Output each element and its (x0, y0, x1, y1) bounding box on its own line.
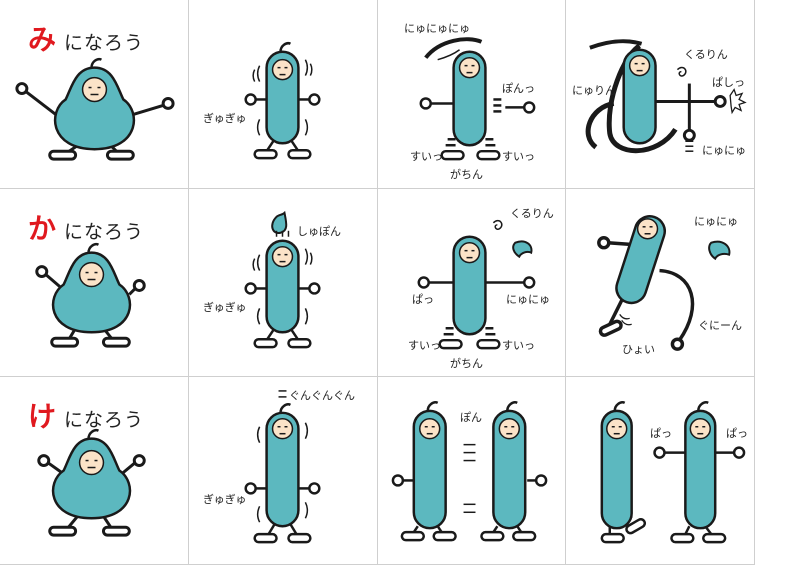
tube-pieces (417, 219, 536, 350)
row-title: け になろう (28, 395, 144, 435)
sound-label: すいっ (408, 339, 441, 352)
cell-r2-c4: にゅにゅ ぐにーん ひょい (566, 189, 755, 377)
cell-r3-c3: ぽん (378, 377, 566, 565)
cell-r1-c3: にゅにゅにゅ ぽんっ すいっ すいっ がちん (378, 0, 566, 189)
title-suffix: になろう (64, 409, 145, 431)
sound-label: ぱっ (412, 293, 434, 306)
sound-label: すいっ (502, 339, 535, 352)
sound-label: にゅにゅ (506, 293, 550, 306)
two-tubes (391, 401, 548, 542)
sound-label: しゅぽん (297, 225, 341, 238)
cell-r3-c4: ぱっ ぱっ (566, 377, 755, 565)
title-suffix: になろう (64, 32, 145, 54)
sound-label: ぐにーん (698, 319, 742, 332)
cell-r3-c1: け になろう (0, 377, 189, 565)
target-character: み (28, 23, 57, 56)
cell-r1-c4: くるりん にゅりん ぱしっ にゅにゅ (566, 0, 755, 189)
sound-label: にゅにゅ (694, 215, 738, 228)
tube-pieces (419, 37, 536, 161)
sound-label: ぽん (460, 411, 482, 424)
tube-character (244, 210, 321, 349)
sound-label: にゅにゅ (702, 144, 746, 157)
sound-label: すいっ (410, 150, 443, 163)
sound-label: ぎゅぎゅ (203, 112, 247, 125)
mi-shape-character (585, 39, 747, 154)
cell-r2-c1: か になろう (0, 189, 189, 377)
sound-label: ぽんっ (502, 82, 535, 95)
row-title: み になろう (28, 18, 144, 58)
title-suffix: になろう (64, 221, 145, 243)
cell-r2-c2: しゅぽん ぎゅぎゅ (189, 189, 378, 377)
tube-character (244, 390, 321, 544)
sound-label: ぎゅぎゅ (203, 301, 247, 314)
ka-shape-character (597, 215, 731, 351)
target-character: け (28, 400, 57, 433)
sound-label: にゅりん (572, 84, 616, 97)
sound-label: くるりん (684, 48, 728, 61)
cell-r3-c2: ぐんぐんぐん ぎゅぎゅ (189, 377, 378, 565)
sound-label: ぱっ (726, 427, 748, 440)
cell-r2-c3: くるりん ぱっ にゅにゅ すいっ すいっ がちん (378, 189, 566, 377)
sound-label: ぎゅぎゅ (203, 493, 247, 506)
sound-label: がちん (450, 357, 483, 370)
cell-r1-c1: み になろう (0, 0, 189, 189)
sound-label: ひょい (622, 343, 655, 356)
ke-shape-character (600, 401, 746, 544)
target-character: か (28, 212, 57, 245)
sound-label: すいっ (502, 150, 535, 163)
sound-label: ぱっ (650, 427, 672, 440)
pear-character (35, 242, 146, 348)
sound-label: ぱしっ (712, 76, 745, 89)
tube-character (244, 42, 321, 160)
row-title: か になろう (28, 207, 144, 247)
sound-label: くるりん (510, 207, 554, 220)
sound-label: ぐんぐんぐん (289, 389, 355, 402)
sound-label: にゅにゅにゅ (404, 22, 470, 35)
sound-label: がちん (450, 168, 483, 181)
pear-character (37, 428, 146, 537)
cell-r1-c2: ぎゅぎゅ (189, 0, 378, 189)
pear-character (15, 57, 175, 161)
